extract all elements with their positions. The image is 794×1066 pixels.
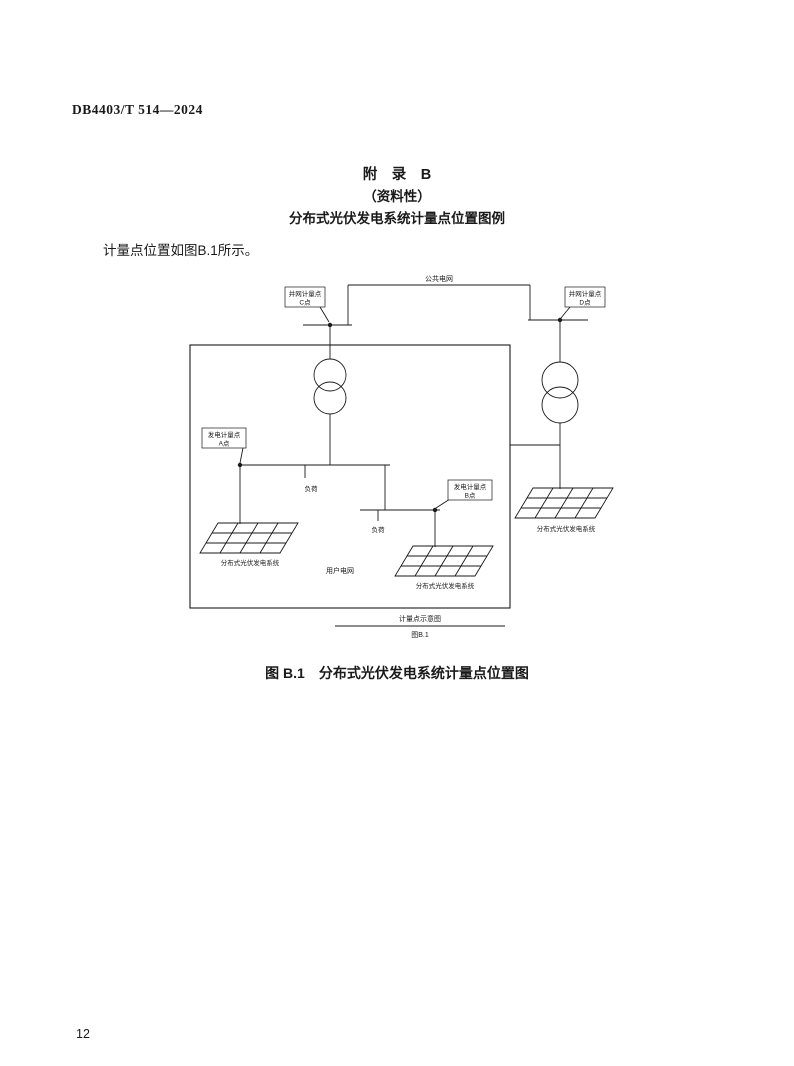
figure-b1-diagram: 公共电网 并网计量点 C点 用户电网 [170,265,630,650]
pv-array-2-icon: 分布式光伏发电系统 [394,545,494,590]
diagram-inner-figure-label: 图B.1 [411,631,429,639]
document-header: DB4403/T 514—2024 [72,102,203,117]
pv-array-3-label: 分布式光伏发电系统 [537,524,596,533]
left-feeder: 并网计量点 C点 [284,285,352,359]
appendix-subtitle: （资料性） [363,189,431,204]
transformer-left-icon [313,358,347,465]
meter-c-label-box [284,286,326,308]
meter-d-label-line2: D点 [579,299,591,307]
meter-b-label-line2: B点 [465,492,476,500]
meter-a-label-box [201,427,247,449]
user-grid-label: 用户电网 [326,566,354,575]
public-grid-label: 公共电网 [425,274,453,283]
meter-c-label-line2: C点 [299,299,311,307]
meter-a-label-line2: A点 [219,440,230,448]
pv-array-2-label: 分布式光伏发电系统 [416,581,475,590]
meter-d-label-box [564,286,606,308]
meter-b-label-line1: 发电计量点 [454,482,487,491]
meter-c-label-line1: 并网计量点 [289,289,322,298]
meter-d-label-line1: 并网计量点 [569,289,602,298]
user-bus-1: 发电计量点 A点 负荷 [201,427,390,524]
user-bus-2: 负荷 发电计量点 B点 [360,465,493,547]
user-grid-boundary-box [189,344,511,609]
transformer-right-icon [510,361,579,489]
figure-caption: 图 B.1 分布式光伏发电系统计量点位置图 [265,665,529,681]
metering-points-schematic: 公共电网 并网计量点 C点 用户电网 [189,274,614,639]
load-2-label: 负荷 [372,525,386,534]
appendix-title-block: 附 录 B （资料性） 分布式光伏发电系统计量点位置图例 [0,164,794,230]
meter-b-label-box [447,479,493,501]
public-grid-line: 公共电网 [348,274,530,286]
page-number: 12 [76,1027,90,1041]
pv-array-1-label: 分布式光伏发电系统 [221,558,280,567]
appendix-heading: 分布式光伏发电系统计量点位置图例 [289,211,505,226]
diagram-inner-title: 计量点示意图 [399,614,441,623]
meter-a-label-line1: 发电计量点 [208,430,241,439]
pv-array-1-icon: 分布式光伏发电系统 [199,522,299,567]
intro-paragraph: 计量点位置如图B.1所示。 [103,243,259,258]
load-1-label: 负荷 [305,484,319,493]
pv-array-3-icon: 分布式光伏发电系统 [514,487,614,533]
appendix-title: 附 录 B [362,167,432,183]
diagram-title-block: 计量点示意图 图B.1 [335,614,505,639]
right-feeder: 并网计量点 D点 [528,285,606,362]
